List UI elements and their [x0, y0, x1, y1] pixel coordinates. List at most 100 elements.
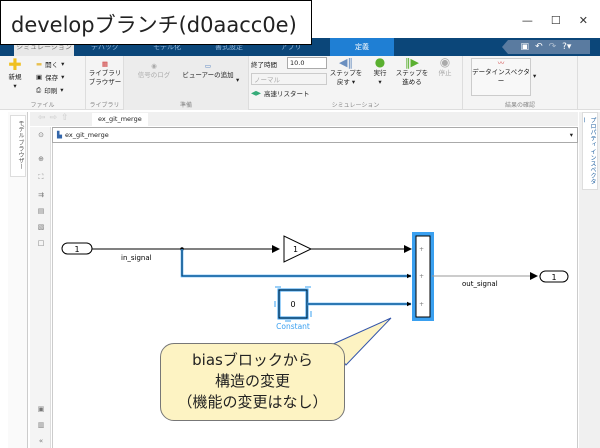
- stop-time-input[interactable]: 10.0: [287, 57, 327, 69]
- group-label: 準備: [179, 102, 192, 109]
- outport-number: 1: [551, 273, 556, 282]
- callout-note: biasブロックから 構造の変更 （機能の変更はなし）: [160, 343, 345, 421]
- constant-label: Constant: [276, 322, 310, 331]
- printer-icon: ⎙: [36, 85, 42, 94]
- back-arrow-icon[interactable]: ⇦: [38, 113, 46, 123]
- properties-icon[interactable]: ▥: [37, 421, 45, 429]
- minimize-icon[interactable]: —: [521, 14, 533, 27]
- palette-toolbar: ⊙ ⊕ ⛶ ⇉ ▤ ▧ □ ▣ ▥ «: [30, 127, 51, 448]
- collapse-icon[interactable]: «: [38, 437, 44, 445]
- inport-number: 1: [74, 245, 79, 254]
- data-inspector-icon: 〰: [497, 59, 505, 67]
- inport-block[interactable]: 1: [61, 242, 93, 255]
- new-button[interactable]: ✚新規▾: [8, 55, 22, 91]
- fast-restart-button[interactable]: ◀▶高速リスタート: [251, 89, 310, 98]
- step-back-icon: ◀‖: [339, 56, 353, 69]
- tab-debug[interactable]: デバッグ: [91, 43, 119, 51]
- up-arrow-icon[interactable]: ⇧: [61, 113, 69, 123]
- callout-line: 構造の変更: [214, 372, 290, 390]
- fit-view-icon[interactable]: ⛶: [38, 173, 44, 181]
- print-button[interactable]: ⎙印刷▾: [36, 85, 64, 96]
- step-back-button[interactable]: ◀‖ステップを戻す ▾: [329, 56, 363, 86]
- group-label: ライブラリ: [89, 102, 120, 109]
- callout-line: biasブロックから: [192, 351, 313, 369]
- right-panel: [579, 112, 600, 448]
- chevron-down-icon[interactable]: ▾: [569, 131, 573, 139]
- constant-block[interactable]: 0 Constant: [274, 286, 312, 331]
- gain-value: 1: [293, 245, 298, 254]
- tab-definition[interactable]: 定義: [330, 38, 394, 56]
- address-bar[interactable]: ▙ ex_git_merge ▾: [52, 127, 578, 143]
- run-button[interactable]: ●実行▾: [373, 55, 387, 86]
- group-simulation: 終了時間 10.0 ノーマル ◀▶高速リスタート ◀‖ステップを戻す ▾ ●実行…: [249, 56, 463, 110]
- library-browser-button[interactable]: ▦ライブラリ ブラウザー: [88, 60, 122, 86]
- group-label: シミュレーション: [331, 102, 380, 109]
- forward-arrow-icon[interactable]: ⇨: [49, 113, 58, 123]
- in-signal-label: in_signal: [121, 254, 152, 262]
- gain-block[interactable]: 1: [283, 235, 313, 263]
- model-tab[interactable]: ex_git_merge: [92, 113, 148, 126]
- signal-log-icon: ◉: [151, 62, 157, 70]
- image-icon[interactable]: ▧: [37, 223, 45, 231]
- run-icon: ●: [374, 55, 386, 69]
- folder-icon: ▬: [36, 60, 43, 68]
- group-file: ✚新規▾ ▬開く▾ ▣保存▾ ⎙印刷▾ ファイル: [0, 56, 86, 110]
- disk-icon: ▣: [36, 73, 43, 81]
- maximize-icon[interactable]: ☐: [550, 14, 561, 27]
- redo-icon[interactable]: ↷: [548, 42, 557, 52]
- quick-access-toolbar: ▣ ↶ ↷ ?▾: [502, 40, 590, 54]
- zoom-icon[interactable]: ⊕: [38, 155, 44, 163]
- simulation-mode-select[interactable]: ノーマル: [251, 73, 327, 85]
- group-review: 〰データインスペクター ▾ 結果の確認: [463, 56, 578, 110]
- model-path: ex_git_merge: [65, 131, 109, 139]
- screenshot-icon[interactable]: ▣: [37, 405, 45, 413]
- fast-restart-icon: ◀▶: [251, 89, 261, 97]
- log-signals-button[interactable]: ◉信号のログ: [137, 62, 171, 79]
- add-viewer-button[interactable]: ▭ビューアーの追加: [182, 62, 234, 79]
- library-icon: ▦: [101, 60, 109, 68]
- hide-browser-icon[interactable]: ⊙: [38, 131, 44, 139]
- property-inspector-tab[interactable]: プロパティ インスペクター: [580, 112, 598, 190]
- step-forward-icon: ‖▶: [405, 56, 419, 69]
- save-button[interactable]: ▣保存▾: [36, 73, 65, 82]
- callout-line: （機能の変更はなし）: [177, 393, 328, 411]
- sum-block[interactable]: + + +: [412, 232, 434, 321]
- sum-sign: +: [419, 246, 424, 253]
- ribbon: ✚新規▾ ▬開く▾ ▣保存▾ ⎙印刷▾ ファイル ▦ライブラリ ブラウザー ライ…: [0, 56, 600, 110]
- review-dropdown[interactable]: ▾: [533, 72, 537, 80]
- plus-icon: ✚: [8, 55, 22, 74]
- close-icon[interactable]: ✕: [578, 14, 588, 27]
- tab-apps[interactable]: アプリ: [280, 43, 302, 51]
- help-icon[interactable]: ?▾: [562, 42, 572, 52]
- prepare-gallery-dropdown[interactable]: ▾: [236, 76, 240, 84]
- data-inspector-button[interactable]: 〰データインスペクター: [471, 58, 531, 96]
- model-icon: ▙: [57, 131, 62, 139]
- outport-block[interactable]: 1: [539, 270, 569, 283]
- sum-sign: +: [419, 301, 424, 308]
- editor-tab-bar: [30, 112, 578, 126]
- navigation-arrows: ⇦ ⇨ ⇧: [38, 113, 69, 123]
- group-label: 結果の確認: [504, 102, 535, 109]
- save-icon[interactable]: ▣: [520, 42, 530, 52]
- overlay-title: developブランチ(d0aacc0e): [0, 0, 312, 45]
- tab-modeling[interactable]: モデル化: [153, 43, 181, 51]
- signal-arrow-icon[interactable]: ⇉: [38, 191, 44, 199]
- open-button[interactable]: ▬開く▾: [36, 60, 65, 69]
- viewer-icon: ▭: [204, 62, 212, 70]
- constant-value: 0: [290, 300, 295, 309]
- window-controls: — ☐ ✕: [522, 14, 600, 27]
- undo-icon[interactable]: ↶: [535, 42, 543, 52]
- stop-time-label: 終了時間: [251, 61, 277, 69]
- group-prepare: ◉信号のログ ▭ビューアーの追加 ▾ 準備: [124, 56, 249, 110]
- tab-format[interactable]: 書式設定: [215, 43, 243, 51]
- annotation-icon[interactable]: ▤: [37, 207, 45, 215]
- out-signal-label: out_signal: [462, 280, 498, 288]
- area-icon[interactable]: □: [37, 239, 45, 247]
- model-browser-tab[interactable]: モデル ブラウザー: [10, 115, 26, 177]
- left-strip: [8, 112, 28, 448]
- stop-button[interactable]: ◉停止: [438, 55, 452, 77]
- stop-icon: ◉: [439, 55, 451, 69]
- sum-sign: +: [419, 273, 424, 280]
- group-library: ▦ライブラリ ブラウザー ライブラリ: [86, 56, 124, 110]
- step-forward-button[interactable]: ‖▶ステップを進める: [395, 56, 429, 86]
